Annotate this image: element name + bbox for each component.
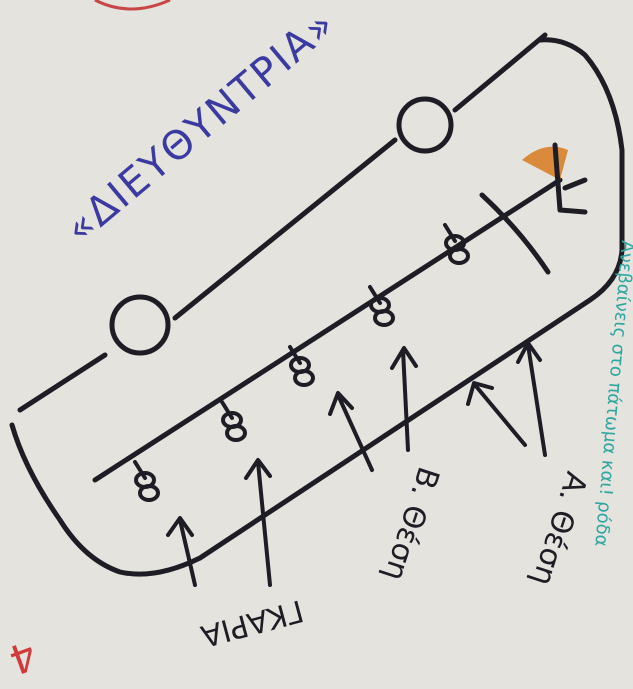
arrows [166, 341, 547, 587]
arrow-5 [466, 381, 527, 447]
bus-outline [9, 32, 625, 577]
bus-roof-line [17, 32, 548, 413]
driver-figure [522, 142, 588, 215]
seats [133, 223, 470, 502]
arrow-1 [166, 516, 197, 587]
bus-divider [479, 192, 551, 275]
wheel-right [396, 96, 454, 154]
seat-2 [220, 400, 247, 442]
bus-outer-body [9, 37, 625, 577]
arrow-4 [390, 346, 418, 452]
wheel-left [109, 294, 171, 356]
seat-4 [368, 285, 395, 327]
arrow-2 [244, 458, 272, 587]
arrow-3 [328, 391, 374, 472]
red-circle-fragment [94, 0, 171, 11]
driver-steering [552, 142, 588, 215]
arrow-6 [516, 341, 547, 457]
seat-5 [443, 223, 470, 265]
seat-3 [288, 345, 315, 387]
seat-1 [133, 460, 160, 502]
bus-inner-floor [92, 177, 563, 483]
